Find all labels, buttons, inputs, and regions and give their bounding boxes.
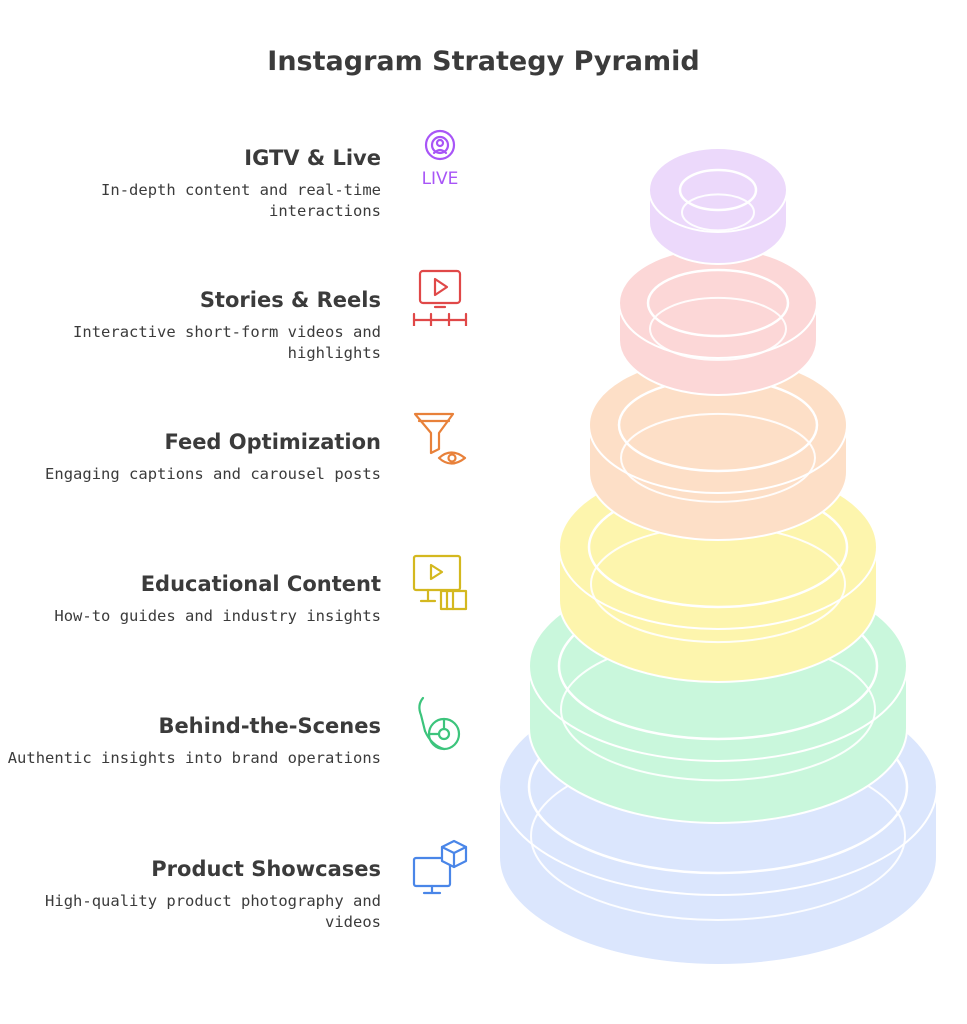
tier-description-line: Interactive short-form videos and bbox=[73, 323, 381, 341]
monitor-cube-icon bbox=[412, 839, 468, 895]
pyramid-ring bbox=[648, 147, 788, 265]
pyramid-ring bbox=[528, 570, 908, 824]
tier-description-line: High-quality product photography and bbox=[45, 892, 381, 910]
tier-description: Authentic insights into brand operations bbox=[1, 748, 381, 769]
tier-feed-optimization: Feed Optimization Engaging captions and … bbox=[1, 428, 381, 485]
tier-description: In-depth content and real-time interacti… bbox=[1, 180, 381, 222]
tier-title: Stories & Reels bbox=[199, 288, 381, 312]
tier-description: Engaging captions and carousel posts bbox=[1, 464, 381, 485]
pyramid-ring bbox=[588, 356, 848, 541]
tier-description-line: interactions bbox=[269, 202, 381, 220]
tier-product-showcases: Product Showcases High-quality product p… bbox=[1, 855, 381, 933]
video-book-icon bbox=[412, 554, 468, 611]
tier-igtv-live: IGTV & Live In-depth content and real-ti… bbox=[1, 144, 381, 222]
behind-scenes-icon bbox=[418, 696, 461, 751]
tier-description: How-to guides and industry insights bbox=[1, 606, 381, 627]
funnel-eye-icon bbox=[413, 412, 467, 465]
tier-description: Interactive short-form videos and highli… bbox=[1, 322, 381, 364]
tier-title: Product Showcases bbox=[151, 857, 381, 881]
tier-description-line: Engaging captions and carousel posts bbox=[45, 465, 381, 483]
tier-description-line: Authentic insights into brand operations bbox=[7, 749, 381, 767]
tier-educational-content: Educational Content How-to guides and in… bbox=[1, 570, 381, 627]
live-broadcast-icon: LIVE bbox=[422, 129, 459, 186]
video-timeline-icon bbox=[412, 269, 468, 326]
diagram-title: Instagram Strategy Pyramid bbox=[267, 46, 700, 77]
tier-title: Behind-the-Scenes bbox=[158, 714, 381, 738]
pyramid-ring bbox=[498, 678, 938, 966]
tier-description-line: highlights bbox=[287, 344, 381, 362]
tier-stories-reels: Stories & Reels Interactive short-form v… bbox=[1, 286, 381, 364]
tier-title: IGTV & Live bbox=[244, 146, 381, 170]
tier-title: Feed Optimization bbox=[164, 430, 381, 454]
pyramid-ring bbox=[618, 247, 818, 396]
tier-description-line: videos bbox=[325, 913, 381, 931]
tier-title: Educational Content bbox=[140, 572, 381, 596]
tier-behind-the-scenes: Behind-the-Scenes Authentic insights int… bbox=[1, 712, 381, 769]
live-icon-label: LIVE bbox=[422, 169, 459, 186]
pyramid-ring bbox=[558, 464, 878, 683]
tier-description-line: How-to guides and industry insights bbox=[54, 607, 381, 625]
tier-description: High-quality product photography and vid… bbox=[1, 891, 381, 933]
tier-description-line: In-depth content and real-time bbox=[101, 181, 381, 199]
